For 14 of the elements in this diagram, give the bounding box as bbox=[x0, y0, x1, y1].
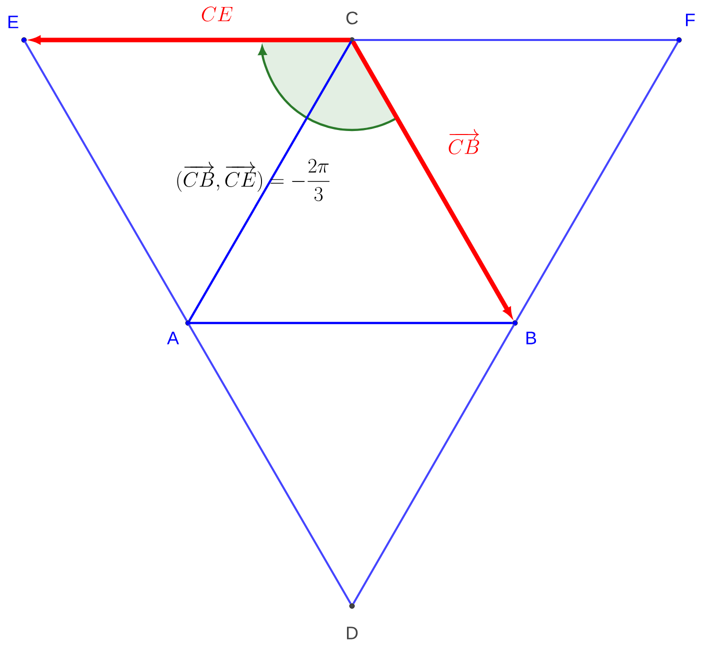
point-label: E bbox=[8, 16, 18, 28]
line-segment bbox=[190, 322, 512, 324]
point-label: B bbox=[526, 332, 536, 344]
point-label: D bbox=[346, 626, 358, 640]
vector-label: $CE$ bbox=[202, 6, 232, 22]
point-label: F bbox=[686, 14, 695, 26]
line-segment bbox=[354, 39, 676, 41]
line-segment bbox=[352, 324, 516, 604]
line-segment bbox=[516, 40, 680, 322]
line-segment bbox=[188, 324, 352, 604]
line-segment bbox=[188, 40, 352, 322]
point-label: C bbox=[346, 12, 358, 24]
line-segment bbox=[24, 40, 188, 322]
point-label: A bbox=[167, 332, 179, 344]
